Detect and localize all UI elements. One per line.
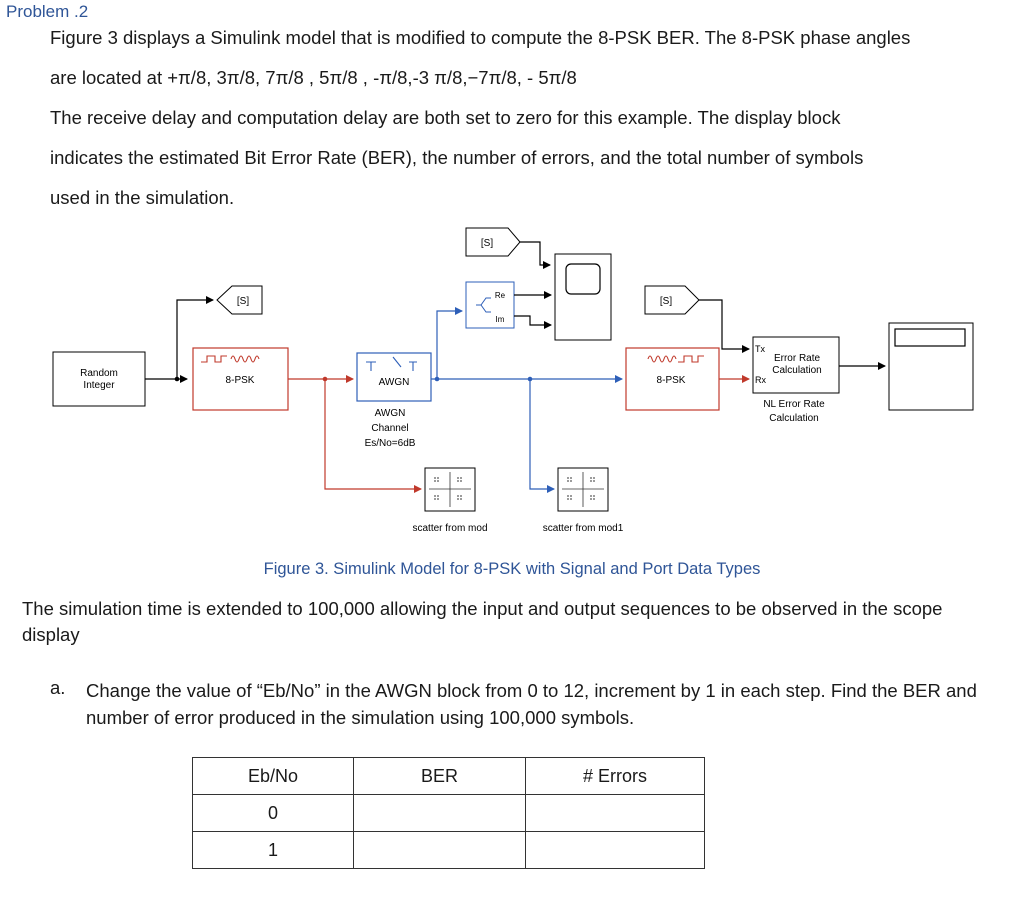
wire-tx [699,299,750,353]
intro-line-1: Figure 3 displays a Simulink model that … [50,27,911,48]
rx-port-label: Rx [755,375,766,385]
cell-ber[interactable] [353,831,526,869]
random-integer-label-1: Random [80,368,118,379]
wire-goto-to-scope [520,241,551,269]
complex-to-re-im-block[interactable]: Re Im [465,281,515,329]
header-ber: BER [353,757,526,795]
cell-errors[interactable] [525,831,705,869]
error-rate-caption-1: NL Error Rate [763,399,825,410]
goto-tag-top[interactable]: [S] [465,227,521,257]
random-integer-label-2: Integer [83,380,115,391]
awgn-caption-3: Es/No=6dB [365,438,416,449]
digital-signal-icon [201,355,227,363]
cell-ebno: 1 [192,831,354,869]
psk-demodulator-label: 8-PSK [657,375,686,386]
constellation-icon [567,477,595,500]
goto-tag-right-label: [S] [660,296,672,307]
intro-line-4: indicates the estimated Bit Error Rate (… [50,147,864,168]
tx-port-label: Tx [755,344,765,354]
goto-tag-left-label: [S] [237,296,249,307]
header-ebno: Eb/No [192,757,354,795]
simulation-paragraph: The simulation time is extended to 100,0… [22,598,943,645]
intro-line-3: The receive delay and computation delay … [50,107,841,128]
awgn-label: AWGN [379,377,410,388]
im-label: Im [496,315,505,324]
goto-tag-left[interactable]: [S] [216,285,263,315]
re-label: Re [495,291,506,300]
error-rate-title-1: Error Rate [774,353,821,364]
scatter-plot-mod1[interactable] [557,467,609,512]
figure-caption: Figure 3. Simulink Model for 8-PSK with … [263,560,761,578]
wire-im [514,315,552,329]
cell-ebno: 0 [192,794,354,832]
constellation-icon [434,477,462,500]
random-integer-wires [145,296,214,383]
sine-wave-icon [230,355,260,363]
header-errors: # Errors [525,757,705,795]
psk-modulator-label: 8-PSK [226,375,255,386]
modulated-signal-wires [288,375,422,493]
random-integer-block[interactable]: Random Integer [52,351,146,407]
intro-line-5: used in the simulation. [50,187,235,208]
scatter-plot-mod[interactable] [424,467,476,512]
error-rate-caption-2: Calculation [769,413,818,424]
error-rate-block[interactable]: Tx Rx Error Rate Calculation [752,336,840,394]
simulink-diagram: Random Integer [S] 8-PSK AWGN AWGN Chann… [52,227,974,534]
results-table: Eb/No BER # Errors 0 1 [192,757,705,869]
scope-block[interactable] [554,253,612,341]
display-block[interactable] [888,322,974,411]
display-readout-icon [894,328,966,347]
cell-ber[interactable] [353,794,526,832]
table-header-row: Eb/No BER # Errors [192,757,705,795]
psk-modulator-block[interactable]: 8-PSK [192,347,289,411]
scatter-mod-caption: scatter from mod [412,523,487,534]
scatter-mod1-caption: scatter from mod1 [543,523,624,534]
table-row: 1 [192,831,705,869]
digital-signal-icon [678,355,704,363]
question-letter: a. [50,677,66,698]
split-icon [476,297,491,313]
problem-label: Problem .2 [6,2,89,21]
question-text: Change the value of “Eb/No” in the AWGN … [86,680,977,728]
scope-screen-icon [565,263,601,295]
goto-tag-right[interactable]: [S] [644,285,700,315]
noisy-signal-wires [431,307,623,493]
sine-wave-icon [647,355,677,363]
error-rate-title-2: Calculation [772,365,821,376]
table-row: 0 [192,794,705,832]
intro-line-2: are located at +π/8, 3π/8, 7π/8 , 5π/8 ,… [50,67,577,88]
awgn-caption-2: Channel [371,423,408,434]
awgn-block[interactable]: AWGN [356,352,432,402]
awgn-noise-icon [366,356,417,371]
psk-demodulator-block[interactable]: 8-PSK [625,347,720,411]
goto-tag-top-label: [S] [481,238,493,249]
awgn-caption-1: AWGN [375,408,406,419]
cell-errors[interactable] [525,794,705,832]
